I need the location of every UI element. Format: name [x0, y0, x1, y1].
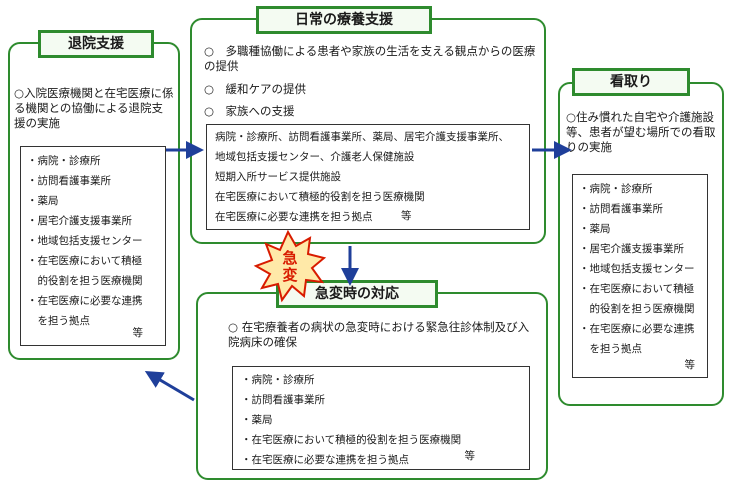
- list-item: ・在宅医療に必要な連携: [579, 323, 695, 335]
- etc-label: 等: [132, 327, 144, 339]
- bullet-nichijo-3: ○ 家族への支援: [204, 104, 295, 118]
- list-mitori: ・病院・診療所 ・訪問看護事業所 ・薬局 ・居宅介護支援事業所 ・地域包括支援セ…: [572, 174, 708, 378]
- list-item: ・居宅介護支援事業所: [579, 243, 684, 255]
- list-item: 短期入所サービス提供施設: [215, 171, 341, 183]
- list-kyuhen: ・病院・診療所 ・訪問看護事業所 ・薬局 ・在宅医療において積極的役割を担う医療…: [232, 366, 530, 470]
- list-item: ・在宅医療において積極的役割を担う医療機関: [241, 434, 462, 446]
- list-item: ・在宅医療において積極: [27, 255, 143, 267]
- list-item: ・薬局: [27, 195, 59, 207]
- list-item: ・在宅医療に必要な連携を担う拠点: [241, 454, 409, 466]
- bullet-nichijo-2: ○ 緩和ケアの提供: [204, 82, 307, 96]
- burst-icon: [253, 229, 327, 303]
- list-item: 的役割を担う医療機関: [27, 275, 143, 287]
- list-item: ・病院・診療所: [241, 374, 315, 386]
- list-item: ・地域包括支援センター: [27, 235, 143, 247]
- bullet-nichijo-1: ○ 多職種協働による患者や家族の生活を支える観点からの医療の提供: [204, 44, 536, 73]
- bullet-taiin: ○入院医療機関と在宅医療に係る機関との協働による退院支援の実施: [14, 86, 174, 130]
- etc-label: 等: [464, 450, 476, 462]
- etc-label: 等: [401, 210, 412, 222]
- etc-label: 等: [684, 359, 696, 371]
- list-item: ・訪問看護事業所: [579, 203, 663, 215]
- list-item: ・地域包括支援センター: [579, 263, 695, 275]
- list-item: 在宅医療に必要な連携を担う拠点: [215, 211, 373, 223]
- title-taiin: 退院支援: [38, 30, 154, 58]
- list-item: ・訪問看護事業所: [241, 394, 325, 406]
- title-mitori: 看取り: [572, 68, 690, 96]
- list-item: 的役割を担う医療機関: [579, 303, 695, 315]
- burst-label: 急変: [282, 249, 298, 284]
- bullet-mitori: ○住み慣れた自宅や介護施設等、患者が望む場所での看取りの実施: [566, 110, 716, 154]
- arrow-kyuhen-to-taiin: [144, 370, 195, 402]
- list-item: ・在宅医療において積極: [579, 283, 695, 295]
- list-item: を担う拠点: [579, 343, 642, 355]
- list-nichijo: 病院・診療所、訪問看護事業所、薬局、居宅介護支援事業所、 地域包括支援センター、…: [206, 124, 530, 230]
- list-item: 地域包括支援センター、介護老人保健施設: [215, 151, 415, 163]
- list-item: ・薬局: [241, 414, 273, 426]
- list-item: ・病院・診療所: [27, 155, 101, 167]
- list-item: 在宅医療において積極的役割を担う医療機関: [215, 191, 425, 203]
- list-item: ・訪問看護事業所: [27, 175, 111, 187]
- list-item: ・病院・診療所: [579, 183, 653, 195]
- list-item: ・居宅介護支援事業所: [27, 215, 132, 227]
- list-item: ・薬局: [579, 223, 611, 235]
- list-item: を担う拠点: [27, 315, 90, 327]
- bullet-kyuhen: ○ 在宅療養者の病状の急変時における緊急往診体制及び入院病床の確保: [228, 320, 530, 349]
- list-item: ・在宅医療に必要な連携: [27, 295, 143, 307]
- list-item: 病院・診療所、訪問看護事業所、薬局、居宅介護支援事業所、: [215, 131, 509, 143]
- title-nichijo: 日常の療養支援: [256, 6, 432, 34]
- list-taiin: ・病院・診療所 ・訪問看護事業所 ・薬局 ・居宅介護支援事業所 ・地域包括支援セ…: [20, 146, 166, 346]
